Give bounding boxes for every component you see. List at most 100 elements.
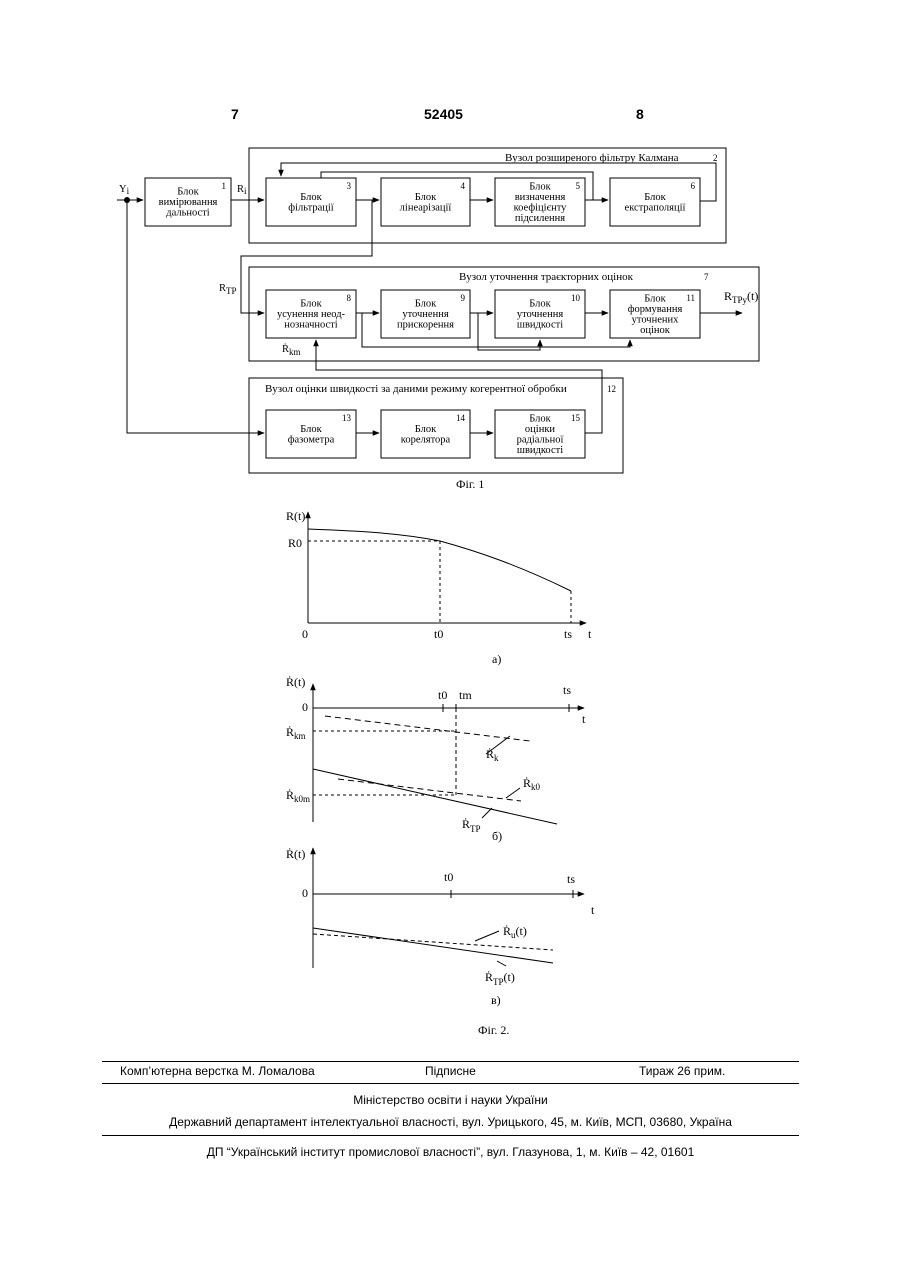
footer-rule-2 <box>102 1083 799 1084</box>
block-13-number: 13 <box>342 413 352 423</box>
footer-print-run: Тираж 26 прим. <box>639 1064 725 1078</box>
block-3-line: Блок <box>300 192 322 203</box>
block-3-line: фільтрації <box>288 202 334 213</box>
group-kalman-num: 2 <box>713 153 718 163</box>
block-5-line: підсилення <box>515 213 565 224</box>
block-1-line: Блок <box>177 187 199 198</box>
graph-b-rk-line <box>325 716 530 741</box>
graph-b-rkm: Ṙkm <box>286 725 306 741</box>
graph-b-ts: ts <box>563 683 571 697</box>
block-10-line: швидкості <box>517 320 563 331</box>
block-15-line: швидкості <box>517 445 563 456</box>
graph-a-origin: 0 <box>302 627 308 641</box>
output-label: RTPy(t) <box>724 289 758 305</box>
graph-b-rk0-line <box>338 779 521 801</box>
block-14-number: 14 <box>456 413 466 423</box>
graph-c-ylabel: Ṙ(t) <box>286 847 305 861</box>
graph-c-rtp: ṘTP(t) <box>485 970 515 987</box>
graph-b-zero: 0 <box>302 700 308 714</box>
input-label: Yi <box>119 184 130 196</box>
block-15-number: 15 <box>571 413 581 423</box>
block-10-number: 10 <box>571 293 581 303</box>
graph-a-r0: R0 <box>288 536 302 550</box>
block-15-line: оцінки <box>525 424 556 435</box>
graph-a-t0: t0 <box>434 627 443 641</box>
group-velocity-num: 12 <box>607 384 616 394</box>
fig1-block-diagram: Вузол розширеного фільтру Калмана 2 Вузо… <box>0 0 901 500</box>
footer-ministry: Міністерство освіти і науки України <box>0 1093 901 1107</box>
graph-c-sublabel: в) <box>491 993 501 1007</box>
block-1-line: дальності <box>166 208 210 219</box>
block-9-line: уточнення <box>402 309 448 320</box>
block-8-line: нозначності <box>284 320 338 331</box>
rtp-label: RTP <box>219 283 237 296</box>
block-6-line: Блок <box>644 192 666 203</box>
rkm-label: Ṙkm <box>282 343 301 357</box>
block-10-line: уточнення <box>517 309 563 320</box>
graph-b-rtp: ṘTP <box>462 817 481 834</box>
graph-b-rk0m: Ṙk0m <box>286 788 310 804</box>
block-4-line: Блок <box>415 192 437 203</box>
fig1-caption: Фіг. 1 <box>456 477 484 491</box>
block-9-line: Блок <box>415 299 437 310</box>
block-14-line: Блок <box>415 424 437 435</box>
block-5-line: коефіцієнту <box>514 202 568 213</box>
graph-a-ylabel: R(t) <box>286 509 305 523</box>
graph-c-rtp-line <box>313 928 553 963</box>
block-5-line: Блок <box>529 181 551 192</box>
graph-b-rk: Ṙk <box>486 747 499 763</box>
block-11-line: оцінок <box>640 325 671 336</box>
block-8-number: 8 <box>347 293 352 303</box>
block-labels: Блоквимірюваннядальності1Блокфільтрації3… <box>159 181 696 456</box>
block-11-line: формування <box>628 304 683 315</box>
group-kalman-title: Вузол розширеного фільтру Калмана <box>505 152 679 164</box>
graph-b-t: t <box>582 712 586 726</box>
block-13-line: Блок <box>300 424 322 435</box>
ri-label: Ri <box>237 184 247 196</box>
block-8-line: усунення неод- <box>277 309 346 320</box>
block-5-number: 5 <box>576 181 581 191</box>
graph-c-ts: ts <box>567 872 575 886</box>
group-velocity-title: Вузол оцінки швидкості за даними режиму … <box>265 383 567 395</box>
graph-b-t0: t0 <box>438 688 447 702</box>
graph-a-sublabel: а) <box>492 652 501 666</box>
block-15-line: радіальної <box>517 434 564 445</box>
block-1-line: вимірювання <box>159 197 218 208</box>
graph-c-ru: Ṙu(t) <box>503 924 527 940</box>
graph-b-tm: tm <box>459 688 472 702</box>
fig2-caption: Фіг. 2. <box>478 1023 509 1037</box>
footer-rule-3 <box>102 1135 799 1136</box>
graph-c-t: t <box>591 903 595 917</box>
graph-a-ts: ts <box>564 627 572 641</box>
graph-a-curve <box>308 529 571 591</box>
graph-c-t0: t0 <box>444 870 453 884</box>
group-refine-title: Вузол уточнення траєкторних оцінок <box>459 271 634 283</box>
block-14-line: корелятора <box>401 434 451 445</box>
block-11-line: Блок <box>644 293 666 304</box>
graph-b-sublabel: б) <box>492 829 502 843</box>
block-1-number: 1 <box>222 181 227 191</box>
block-9-number: 9 <box>461 293 466 303</box>
graph-b-rk0: Ṙk0 <box>523 776 541 792</box>
block-15-line: Блок <box>529 413 551 424</box>
block-10-line: Блок <box>529 299 551 310</box>
graph-b-ylabel: Ṙ(t) <box>286 675 305 689</box>
input-junction <box>124 197 130 203</box>
block-6-line: екстраполяції <box>625 202 686 213</box>
footer-department: Державний департамент інтелектуальної вл… <box>0 1115 901 1129</box>
graph-b <box>313 684 584 824</box>
graph-a-t: t <box>588 627 592 641</box>
group-refine-num: 7 <box>704 272 709 282</box>
block-5-line: визначення <box>515 192 566 203</box>
block-6-number: 6 <box>691 181 696 191</box>
footer-institute: ДП “Український інститут промислової вла… <box>0 1145 901 1159</box>
block-4-line: лінеарізації <box>400 202 452 213</box>
block-13-line: фазометра <box>288 434 335 445</box>
graph-c-zero: 0 <box>302 886 308 900</box>
footer-rule-1 <box>102 1061 799 1062</box>
graph-a <box>308 512 586 623</box>
graph-c-ru-line <box>313 934 553 950</box>
footer-layout-by: Комп’ютерна верстка М. Ломалова <box>120 1064 315 1078</box>
block-11-line: уточнених <box>632 314 679 325</box>
